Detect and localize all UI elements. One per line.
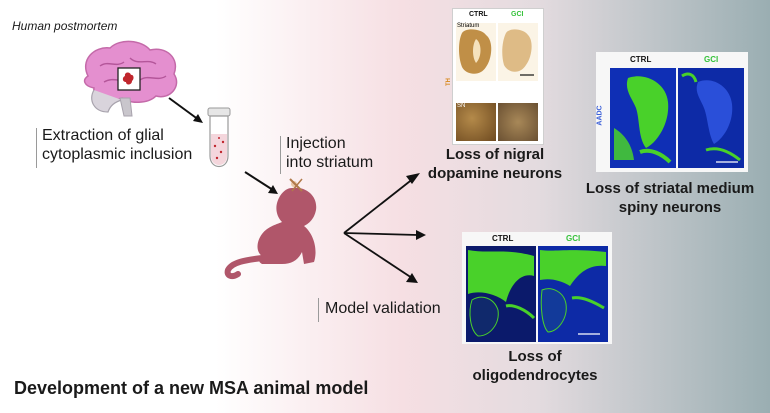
oligo-ctrl-image <box>466 246 536 342</box>
nigral-th-label: TH <box>446 78 452 86</box>
extraction-line2: cytoplasmic inclusion <box>42 146 193 163</box>
syringe-icon <box>289 178 303 192</box>
nigral-caption-line1: Loss of nigral <box>445 146 545 163</box>
striatal-ctrl-image <box>610 68 676 168</box>
human-postmortem-label: Human postmortem <box>12 19 118 33</box>
footer-title: Development of a new MSA animal model <box>14 378 369 398</box>
arrow-icon <box>168 97 203 123</box>
tube-icon <box>207 107 231 168</box>
oligo-ctrl-label: CTRL <box>492 234 514 243</box>
oligo-panel: CTRL GCI <box>462 232 612 344</box>
nigral-sn-gci <box>498 103 538 141</box>
oligo-caption-line1: Loss of <box>508 348 562 365</box>
oligo-gci-image <box>538 246 608 342</box>
nigral-panel: CTRL GCI Striatum TH SN <box>446 8 544 145</box>
striatal-gci-image <box>678 68 744 168</box>
oligo-caption-line2: oligodendrocytes <box>472 367 598 384</box>
monkey-icon <box>224 181 317 280</box>
nigral-striatum-gci <box>498 23 538 81</box>
arrow-icon <box>244 171 278 194</box>
nigral-gci-label: GCI <box>511 11 524 18</box>
injection-divider <box>280 136 281 174</box>
injection-line1: Injection <box>286 135 346 152</box>
injection-line2: into striatum <box>286 154 374 171</box>
striatal-ctrl-label: CTRL <box>630 55 652 64</box>
nigral-striatum-ctrl <box>456 23 496 81</box>
model-validation-divider <box>318 298 319 322</box>
striatal-caption-line2: spiny neurons <box>618 199 722 216</box>
extraction-divider <box>36 128 37 168</box>
nigral-sn-ctrl <box>456 103 496 141</box>
brain-icon <box>83 40 178 117</box>
nigral-sn-label: SN <box>457 103 466 109</box>
striatal-panel: CTRL GCI AADC <box>596 52 748 172</box>
model-validation-label: Model validation <box>325 300 441 317</box>
oligo-gci-label: GCI <box>566 234 581 243</box>
nigral-ctrl-label: CTRL <box>469 11 488 18</box>
branch-arrows <box>343 173 426 283</box>
nigral-caption-line2: dopamine neurons <box>427 165 563 182</box>
extraction-line1: Extraction of glial <box>42 127 164 144</box>
striatal-gci-label: GCI <box>704 55 719 64</box>
striatal-caption-line1: Loss of striatal medium <box>585 180 755 197</box>
striatal-aadc-label: AADC <box>596 105 604 126</box>
nigral-striatum-label: Striatum <box>457 23 480 29</box>
